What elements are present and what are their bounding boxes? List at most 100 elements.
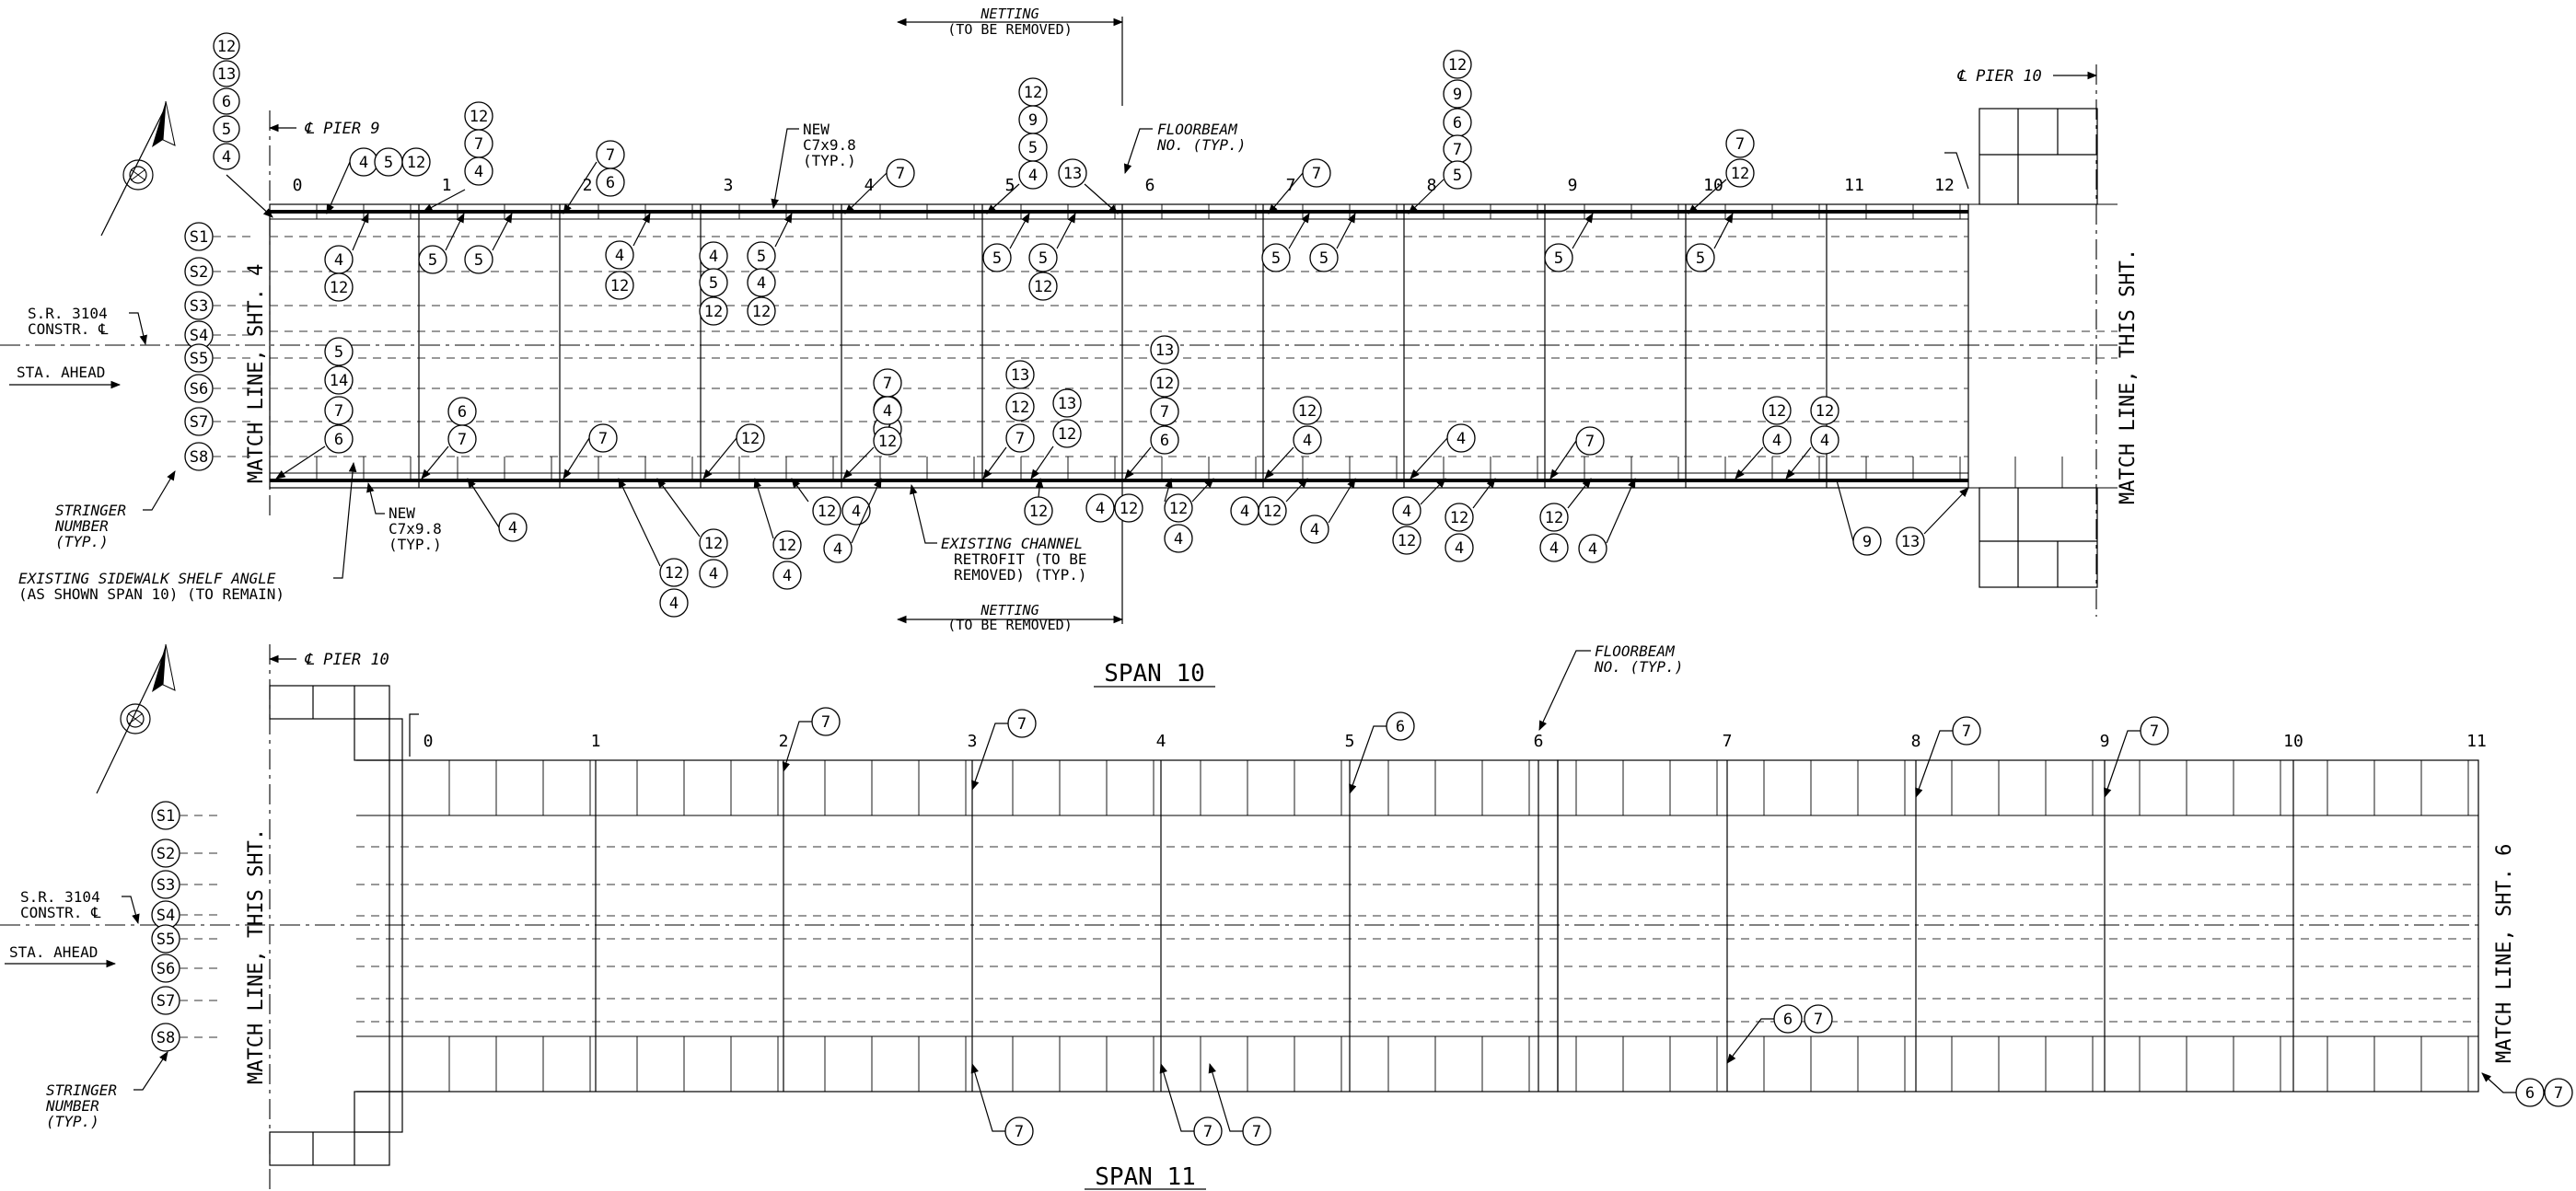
new-channel-note-bottom: NEW C7x9.8 (TYP.) [366, 481, 442, 553]
svg-text:FLOORBEAM: FLOORBEAM [1595, 642, 1676, 660]
floorbeam-number-9: 9 [1568, 176, 1578, 195]
callout-4: 4 [1446, 423, 1476, 453]
callout-13: 13 [1052, 388, 1082, 418]
callout-span11-7: 7 [1804, 1004, 1833, 1034]
svg-text:RETROFIT (TO BE: RETROFIT (TO BE [954, 550, 1087, 568]
svg-text:12: 12 [1448, 56, 1467, 75]
floorbeam-number-3: 3 [724, 176, 734, 195]
callout-span11-7: 7 [1952, 716, 1981, 746]
floorbeam-note-span11: FLOORBEAM NO. (TYP.) [1538, 642, 1683, 731]
north-arrow-icon-span11 [96, 643, 176, 794]
sta-ahead-span11: STA. AHEAD [5, 943, 117, 968]
floorbeam-number-5: 5 [1005, 176, 1015, 195]
callout-5: 5 [1686, 243, 1715, 272]
svg-text:5: 5 [757, 248, 766, 266]
svg-text:4: 4 [1772, 432, 1781, 450]
svg-text:12: 12 [704, 535, 723, 553]
callout-7: 7 [588, 423, 618, 453]
floorbeam-number-span11-4: 4 [1156, 732, 1166, 751]
svg-text:12: 12 [1398, 532, 1416, 550]
stringer-bubble-span11-s3: S3 [151, 870, 180, 899]
svg-text:4: 4 [1174, 530, 1183, 549]
netting-top-note: NETTING (TO BE REMOVED) [896, 6, 1124, 106]
svg-text:NETTING: NETTING [980, 6, 1039, 22]
match-line-this-sht-span11: MATCH LINE, THIS SHT. [245, 828, 268, 1084]
svg-text:S4: S4 [190, 327, 208, 345]
callout-4: 4 [1445, 533, 1474, 562]
svg-text:NETTING: NETTING [980, 602, 1039, 619]
svg-text:FLOORBEAM: FLOORBEAM [1157, 121, 1238, 138]
callout-12: 12 [736, 423, 765, 453]
svg-text:4: 4 [669, 595, 679, 613]
svg-text:S.R. 3104: S.R. 3104 [20, 888, 100, 906]
svg-text:6: 6 [2525, 1084, 2535, 1103]
pier-9-callout-6: 6 [213, 87, 240, 115]
svg-text:C7x9.8: C7x9.8 [389, 520, 442, 538]
floorbeam-number-2: 2 [583, 176, 593, 195]
svg-text:5: 5 [1696, 249, 1705, 268]
callout-4: 4 [349, 147, 378, 177]
svg-text:14: 14 [330, 372, 348, 390]
svg-text:S3: S3 [190, 297, 208, 316]
sta-ahead-span10: STA. AHEAD [9, 364, 122, 389]
callout-13: 13 [1005, 360, 1035, 389]
svg-text:12: 12 [1155, 375, 1174, 393]
stringer-bubble-s6: S6 [184, 374, 214, 403]
callout-13: 13 [1058, 158, 1087, 188]
floorbeam-number-8: 8 [1427, 176, 1437, 195]
callout-12: 12 [1164, 493, 1193, 523]
floorbeam-number-span11-8: 8 [1911, 732, 1921, 751]
svg-text:7: 7 [1203, 1123, 1213, 1141]
svg-text:12: 12 [1263, 503, 1282, 521]
svg-text:7: 7 [883, 375, 892, 393]
callout-5: 5 [324, 337, 354, 366]
svg-text:4: 4 [1402, 503, 1411, 521]
new-channel-note-top: NEW C7x9.8 (TYP.) [771, 121, 856, 210]
callout-4: 4 [772, 561, 802, 590]
callout-6: 6 [324, 424, 354, 454]
svg-text:(TYP.): (TYP.) [46, 1113, 99, 1130]
svg-text:S7: S7 [157, 992, 175, 1011]
svg-text:5: 5 [334, 343, 343, 362]
callout-5: 5 [747, 241, 776, 271]
span-10-title: SPAN 10 [1104, 660, 1205, 688]
callout-span11-6: 6 [1773, 1004, 1803, 1034]
callout-12: 12 [1028, 272, 1058, 301]
svg-text:REMOVED) (TYP.): REMOVED) (TYP.) [954, 566, 1087, 584]
callout-7: 7 [873, 368, 902, 398]
pier-9-callout-13: 13 [213, 60, 240, 87]
callout-12: 12 [873, 426, 902, 456]
callout-7: 7 [447, 424, 477, 454]
svg-text:6: 6 [458, 403, 467, 422]
svg-text:STRINGER: STRINGER [55, 502, 126, 519]
svg-text:4: 4 [334, 251, 343, 270]
svg-text:S6: S6 [157, 960, 175, 978]
floorbeam-number-7: 7 [1286, 176, 1296, 195]
callout-span11-7: 7 [2140, 716, 2169, 746]
svg-text:7: 7 [2150, 723, 2159, 741]
svg-text:12: 12 [1058, 425, 1076, 444]
callout-12: 12 [464, 101, 493, 131]
svg-text:4: 4 [757, 274, 766, 293]
svg-text:4: 4 [852, 503, 861, 521]
north-arrow-icon [100, 100, 176, 237]
svg-text:7: 7 [606, 146, 615, 165]
svg-text:NEW: NEW [803, 121, 830, 138]
svg-text:7: 7 [1312, 165, 1321, 183]
svg-text:5: 5 [428, 251, 437, 270]
stringer-bubble-span11-s7: S7 [151, 986, 180, 1015]
floorbeam-number-11: 11 [1844, 176, 1864, 195]
pier-10-label: ℄ PIER 10 [1956, 67, 2042, 86]
stringer-bubble-s5: S5 [184, 343, 214, 373]
callout-12: 12 [1052, 419, 1082, 448]
callout-4: 4 [1762, 425, 1792, 455]
callout-4: 4 [747, 268, 776, 297]
floorbeam-number-span11-2: 2 [779, 732, 789, 751]
svg-text:7: 7 [896, 165, 905, 183]
svg-text:NO. (TYP.): NO. (TYP.) [1594, 658, 1683, 676]
svg-text:12: 12 [878, 433, 897, 451]
svg-text:7: 7 [1962, 723, 1971, 741]
svg-text:4: 4 [1455, 539, 1464, 558]
callout-12: 12 [1810, 396, 1839, 425]
